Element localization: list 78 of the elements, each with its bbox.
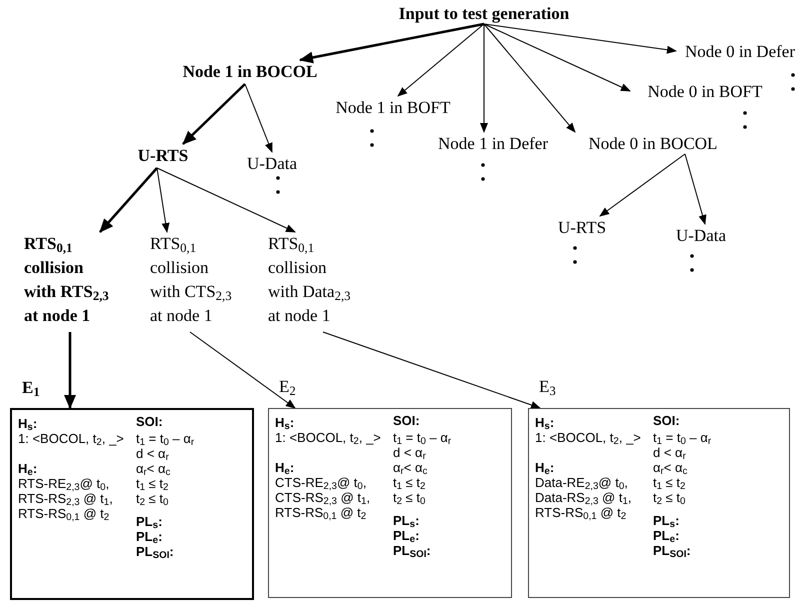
box-text: RTS-RS$_{0,1}$ @ t$_{2}$ [535,505,626,520]
box-text: t$_{1}$ ≤ t$_{2}$ [653,475,686,490]
box-text: α$_{r}$< α$_{c}$ [136,461,170,476]
arrow [599,154,686,217]
box-text: PL$_{s}$: [653,513,680,528]
arrow [480,24,488,133]
arrow [484,24,631,92]
tree-node-label: Input to test generation [392,2,576,26]
arrow [299,22,484,64]
box-text: t$_{2}$ ≤ t$_{0}$ [653,490,686,505]
box-text: H$_{s}$: [18,416,38,431]
box-text: H$_{e}$: [18,461,38,476]
arrow [244,84,272,153]
box-text: d < α$_{r}$ [393,445,426,460]
box-text: t$_{1}$ ≤ t$_{2}$ [136,476,168,491]
box-text: 1: <BOCOL, t$_{2}$, _> [535,430,641,445]
tree-node-label: Node 0 in Defer [676,40,804,64]
box-text: CTS-RE$_{2,3}$@ t$_{0}$, [275,475,366,490]
box-text: PL$_{SOI}$: [653,543,691,558]
box-heading: E$_{1}$ [22,380,40,395]
box-text: t$_{1}$ = t$_{0}$ – α$_{r}$ [393,430,452,445]
box-text: t$_{1}$ = t$_{0}$ – α$_{r}$ [653,430,712,445]
box-text: α$_{r}$< α$_{c}$ [653,460,688,475]
box-text: H$_{s}$: [275,415,294,430]
arrow [322,332,541,409]
tree-node-label: RTS$_{0,1}$ collision with CTS$_{2,3}$ at node 1 [150,232,262,328]
box-text: d < α$_{r}$ [136,446,169,461]
box-text: PL$_{SOI}$: [393,543,431,558]
tree-node-label: Node 0 in BOFT [630,80,780,104]
tree-node-label: U-Data [242,152,302,176]
tree-node-label: Node 0 in BOCOL [570,132,736,156]
box-text: 1: <BOCOL, t$_{2}$, _> [18,431,124,446]
arrow [182,83,246,145]
arrow [484,24,677,54]
box-text: RTS-RS$_{2,3}$ @ t$_{1}$, [18,491,113,506]
tree-node-label: RTS$_{0,1}$ collision with RTS$_{2,3}$ at node 1 [24,232,142,328]
tree-node-label: U-Data [668,224,734,248]
box-text: Data-RS$_{2,3}$ @ t$_{1}$, [535,490,632,505]
box-text: RTS-RS$_{0,1}$ @ t$_{2}$ [275,505,366,520]
box-text: t$_{1}$ ≤ t$_{2}$ [393,475,426,490]
tree-node-label: U-RTS [128,144,198,168]
arrow [190,332,296,409]
box-text: PL$_{e}$: [653,528,680,543]
box-text: t$_{2}$ ≤ t$_{0}$ [393,490,426,505]
arrow [397,24,484,97]
arrow [99,167,158,233]
box-text: SOI: [653,413,680,428]
arrow [156,168,296,232]
box-text: PL$_{e}$: [136,529,162,544]
tree-node-label: Node 1 in BOFT [318,96,468,120]
box-text: H$_{e}$: [535,460,554,475]
box-text: PL$_{e}$: [393,528,420,543]
tree-node-label: Node 1 in Defer [420,132,566,156]
arrow [684,154,706,225]
box-text: d < α$_{r}$ [653,445,686,460]
box-text: Data-RE$_{2,3}$@ t$_{0}$, [535,475,628,490]
tree-node-label: Node 1 in BOCOL [160,60,340,84]
box-text: t$_{1}$ = t$_{0}$ – α$_{r}$ [136,431,194,446]
arrow [64,332,76,409]
box-text: α$_{r}$< α$_{c}$ [393,460,428,475]
box-text: SOI: [136,414,163,429]
box-text: PL$_{SOI}$: [136,544,174,559]
arrow [156,168,170,233]
box-text: PL$_{s}$: [393,513,420,528]
box-text: PL$_{s}$: [136,514,162,529]
box-text: H$_{s}$: [535,415,554,430]
tree-node-label: RTS$_{0,1}$ collision with Data$_{2,3}$ at node 1 [268,232,386,328]
box-text: H$_{e}$: [275,460,294,475]
box-text: 1: <BOCOL, t$_{2}$, _> [275,430,381,445]
arrow [484,24,576,133]
box-text: RTS-RS$_{0,1}$ @ t$_{2}$ [18,506,110,521]
box-text: RTS-RE$_{2,3}$@ t$_{0}$, [18,476,110,491]
box-heading: E$_{3}$ [539,379,556,394]
box-text: SOI: [393,413,420,428]
box-text: t$_{2}$ ≤ t$_{0}$ [136,491,168,506]
tree-node-label: U-RTS [553,216,611,240]
box-heading: E$_{2}$ [279,379,296,394]
box-text: CTS-RS$_{2,3}$ @ t$_{1}$, [275,490,370,505]
